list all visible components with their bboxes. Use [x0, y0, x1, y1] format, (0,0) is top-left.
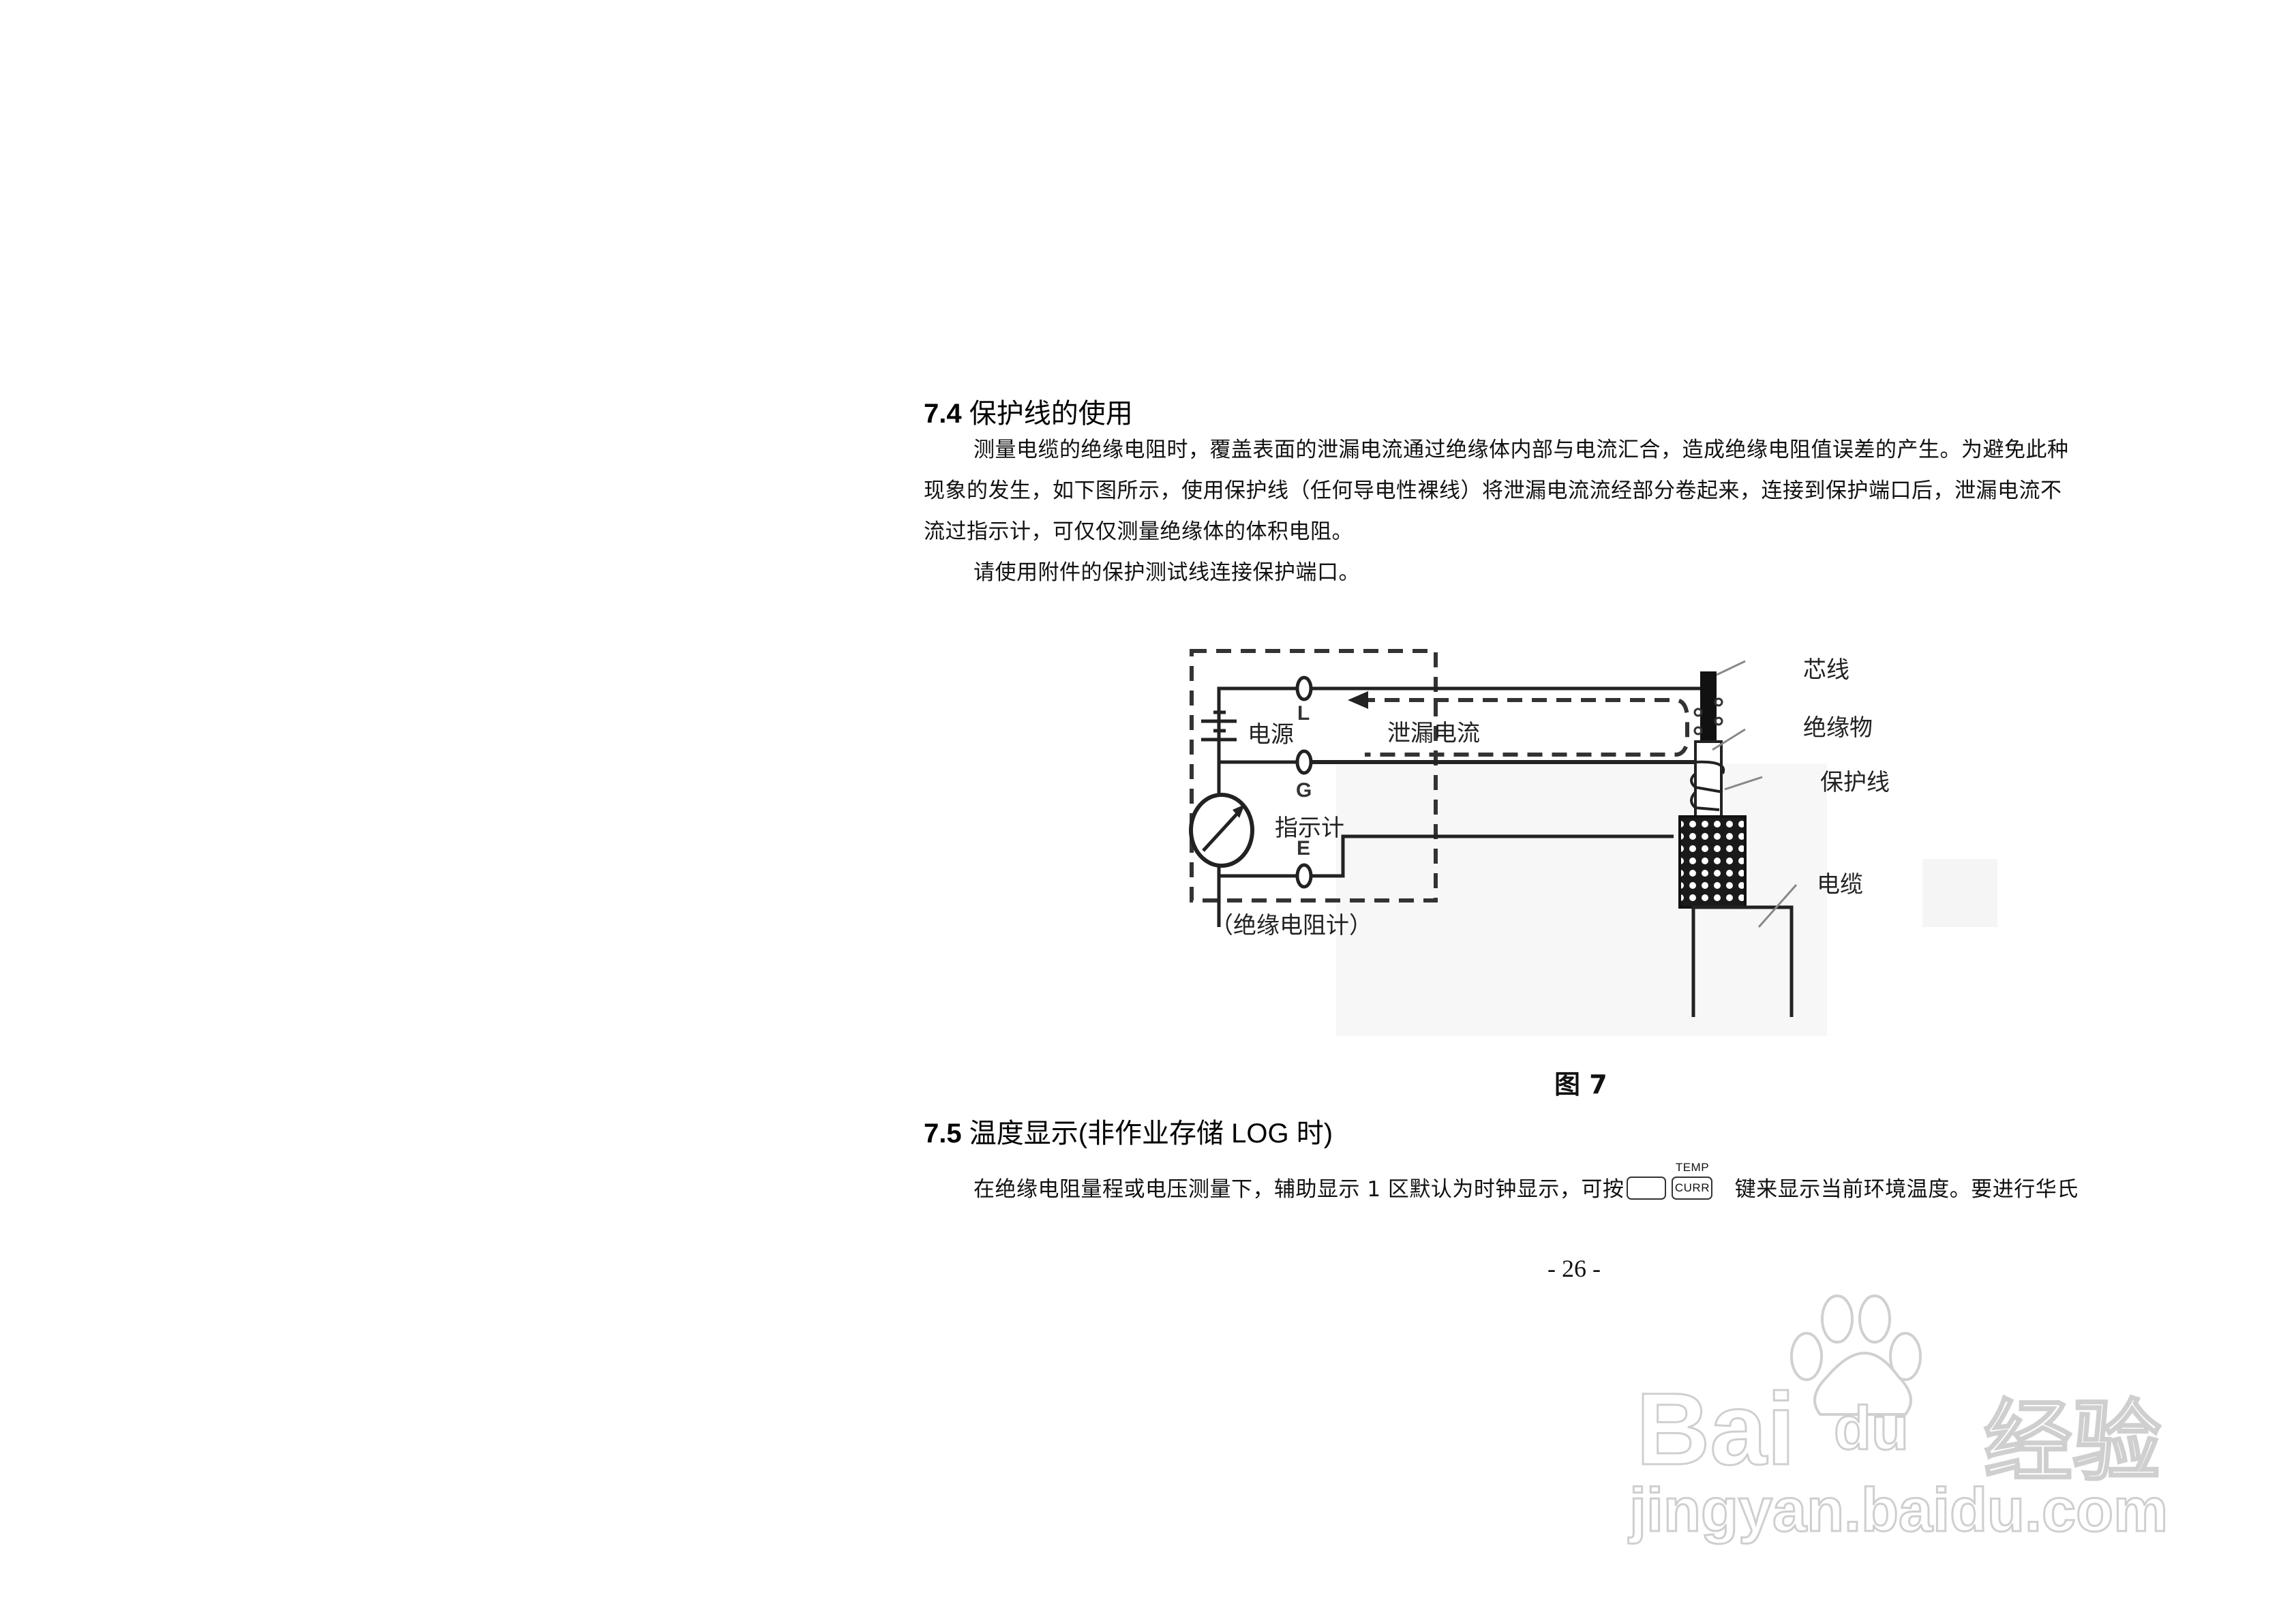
label-power-source: 电源 — [1248, 721, 1294, 748]
key-label: CURR — [1674, 1181, 1710, 1194]
figure-7-diagram: 电源 指示计 （绝缘电阻计） 泄漏电流 芯线 绝缘物 保护线 电缆 L G E — [1159, 634, 2031, 1057]
paragraph-line-3: 流过指示计，可仅仅测量绝缘体的体积电阻。 — [924, 519, 1353, 544]
watermark-brand-cn: 经验 — [1982, 1391, 2162, 1493]
figure-caption: 图 7 — [1554, 1070, 1607, 1099]
key-top-label: TEMP — [1675, 1160, 1710, 1174]
label-core-wire: 芯线 — [1803, 656, 1849, 684]
paragraph-line-4: 请使用附件的保护测试线连接保护端口。 — [973, 560, 1360, 585]
paragraph-text-after-key: 键来显示当前环境温度。要进行华氏 — [1734, 1177, 2079, 1202]
guard-wire-circuit-diagram — [1189, 649, 1997, 1036]
label-cable: 电缆 — [1817, 871, 1863, 898]
section-title: 温度显示(非作业存储 LOG 时) — [969, 1119, 1333, 1149]
terminal-l-label: L — [1297, 702, 1310, 725]
temp-curr-key-icon: TEMP CURR — [1672, 1161, 1713, 1200]
watermark-url: jingyan.baidu.com — [1628, 1476, 2169, 1546]
watermark-brand: Bai — [1635, 1371, 1796, 1487]
blank-key-icon — [1627, 1176, 1667, 1200]
watermark-brand-du: du — [1833, 1394, 1910, 1464]
paragraph-line-2: 现象的发生，如下图所示，使用保护线（任何导电性裸线）将泄漏电流流经部分卷起来，连… — [924, 479, 2062, 503]
terminal-e-label: E — [1297, 837, 1311, 860]
label-leakage-current: 泄漏电流 — [1387, 720, 1480, 747]
section-7-5-heading: 7.5 温度显示(非作业存储 LOG 时) — [924, 1111, 1333, 1151]
paragraph-line-1: 测量电缆的绝缘电阻时，覆盖表面的泄漏电流通过绝缘体内部与电流汇合，造成绝缘电阻值… — [973, 438, 2069, 462]
label-meter: 指示计 — [1275, 815, 1344, 842]
section-title: 保护线的使用 — [969, 399, 1133, 429]
section-7-4-heading: 7.4 保护线的使用 — [924, 391, 1133, 431]
label-insulator: 绝缘物 — [1803, 714, 1873, 742]
section-7-5-paragraph: 在绝缘电阻量程或电压测量下，辅助显示 1 区默认为时钟显示，可按 TEMP CURR… — [973, 1161, 2079, 1210]
paw-print-icon — [1790, 1294, 1922, 1416]
label-insulation-tester: （绝缘电阻计） — [1210, 912, 1372, 939]
page-number: - 26 - — [1547, 1255, 1601, 1282]
baidu-jingyan-watermark: Bai du 经验 jingyan.baidu.com — [1616, 1281, 2175, 1546]
section-number: 7.5 — [924, 1119, 962, 1149]
paragraph-text-before-key: 在绝缘电阻量程或电压测量下，辅助显示 1 区默认为时钟显示，可按 — [973, 1177, 1625, 1202]
terminal-g-label: G — [1296, 779, 1312, 802]
label-guard-wire: 保护线 — [1820, 769, 1890, 796]
section-number: 7.4 — [924, 399, 962, 429]
